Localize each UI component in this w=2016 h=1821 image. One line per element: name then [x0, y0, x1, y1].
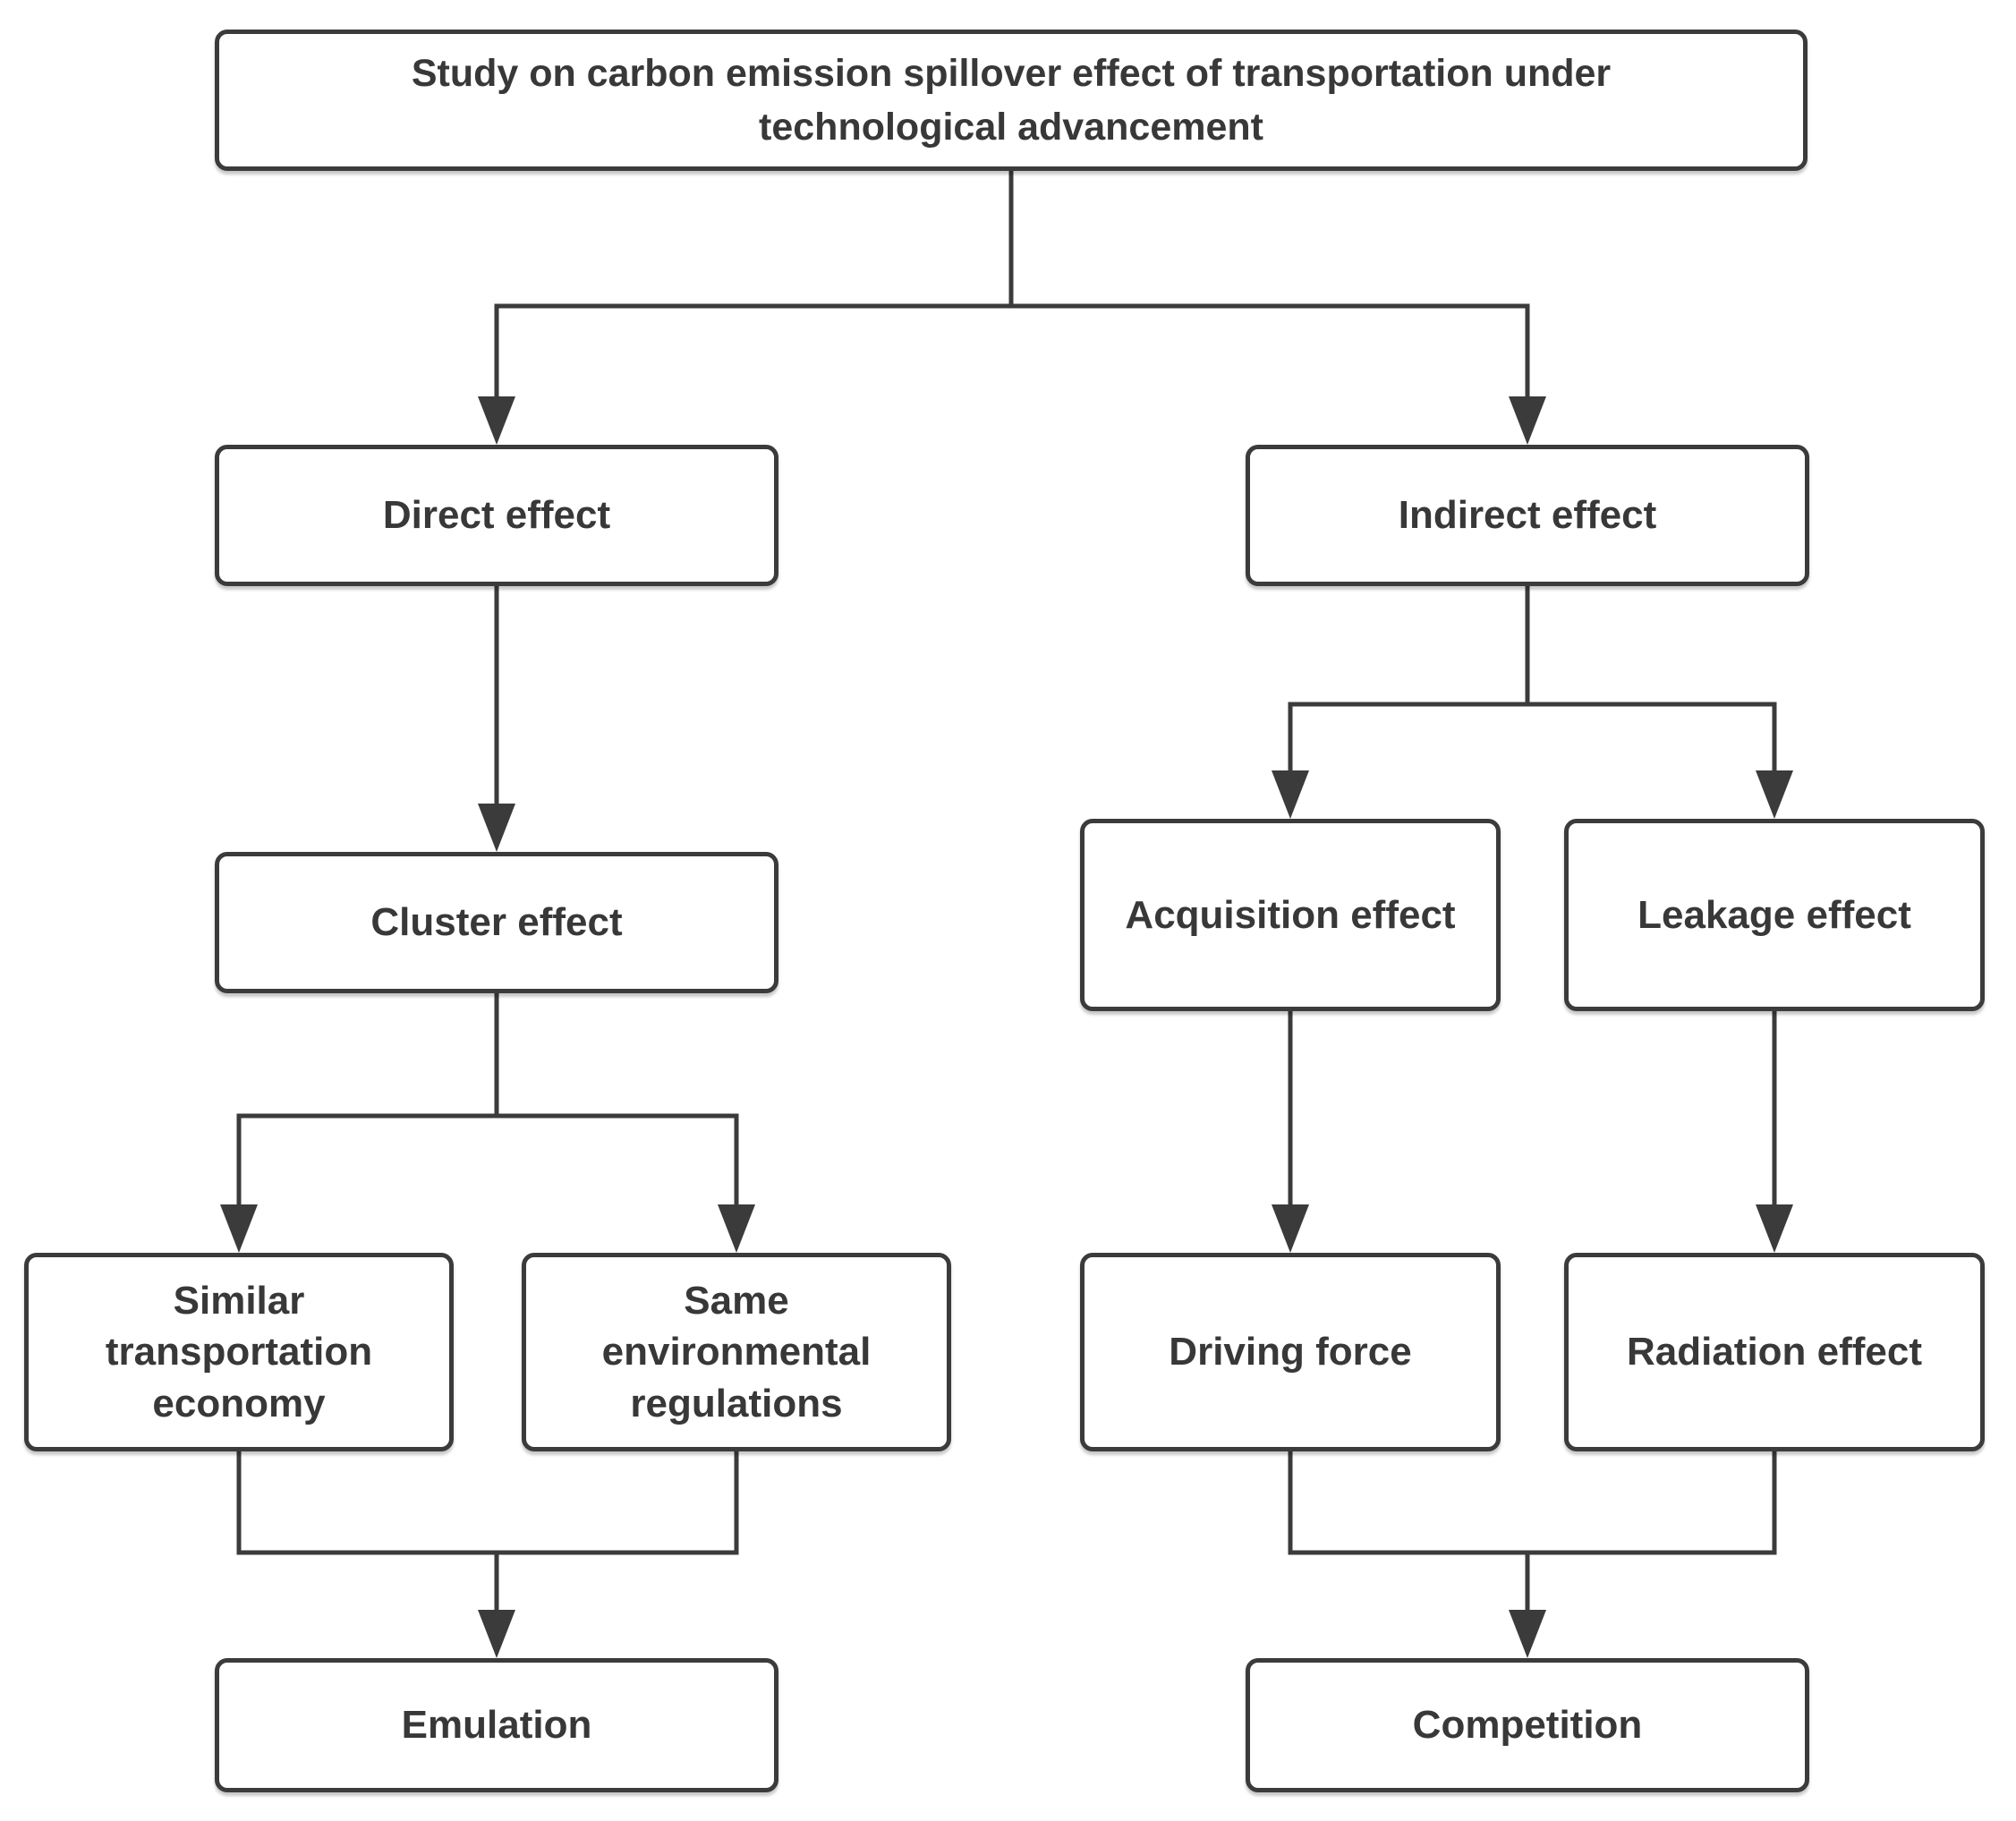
node-direct-effect: Direct effect: [215, 445, 778, 586]
node-radiation-effect: Radiation effect: [1564, 1253, 1985, 1451]
arrow-down-into-leakage-icon: [1756, 770, 1793, 819]
node-indirect-effect: Indirect effect: [1246, 445, 1809, 586]
connector-indirect-split: [1288, 586, 1777, 777]
node-direct-effect-label: Direct effect: [382, 493, 611, 538]
arrow-down-into-same-icon: [718, 1204, 755, 1253]
node-similar-transportation-economy-label: Similar transportation economy: [105, 1279, 373, 1425]
node-title: Study on carbon emission spillover effec…: [215, 30, 1808, 171]
arrow-down-into-emulation-icon: [478, 1610, 515, 1658]
node-driving-force-label: Driving force: [1169, 1330, 1412, 1374]
node-cluster-effect-label: Cluster effect: [370, 900, 623, 945]
connector-merge-competition: [1288, 1451, 1777, 1616]
connector-merge-emulation: [236, 1451, 739, 1616]
arrow-down-into-direct-icon: [478, 396, 515, 445]
connector-cluster-split: [236, 993, 739, 1211]
node-emulation: Emulation: [215, 1658, 778, 1792]
node-title-label: Study on carbon emission spillover effec…: [411, 51, 1612, 149]
node-same-environmental-regulations-label: Same environmental regulations: [601, 1279, 872, 1425]
connector-title-split: [494, 171, 1530, 401]
node-indirect-effect-label: Indirect effect: [1398, 493, 1657, 538]
node-same-environmental-regulations: Same environmental regulations: [522, 1253, 951, 1451]
node-acquisition-effect-label: Acquisition effect: [1125, 892, 1456, 937]
arrow-down-into-indirect-icon: [1509, 396, 1546, 445]
arrow-down-into-similar-icon: [220, 1204, 258, 1253]
node-radiation-effect-label: Radiation effect: [1626, 1330, 1923, 1374]
node-leakage-effect: Leakage effect: [1564, 819, 1985, 1011]
node-competition: Competition: [1246, 1658, 1809, 1792]
node-leakage-effect-label: Leakage effect: [1637, 892, 1911, 937]
node-cluster-effect: Cluster effect: [215, 852, 778, 993]
arrow-down-into-cluster-icon: [478, 804, 515, 852]
node-similar-transportation-economy: Similar transportation economy: [24, 1253, 454, 1451]
arrow-down-into-driving-icon: [1272, 1204, 1309, 1253]
arrow-down-into-competition-icon: [1509, 1610, 1546, 1658]
arrow-down-into-acquisition-icon: [1272, 770, 1309, 819]
node-driving-force: Driving force: [1080, 1253, 1501, 1451]
node-emulation-label: Emulation: [401, 1703, 592, 1748]
node-competition-label: Competition: [1412, 1703, 1643, 1748]
node-acquisition-effect: Acquisition effect: [1080, 819, 1501, 1011]
arrow-down-into-radiation-icon: [1756, 1204, 1793, 1253]
